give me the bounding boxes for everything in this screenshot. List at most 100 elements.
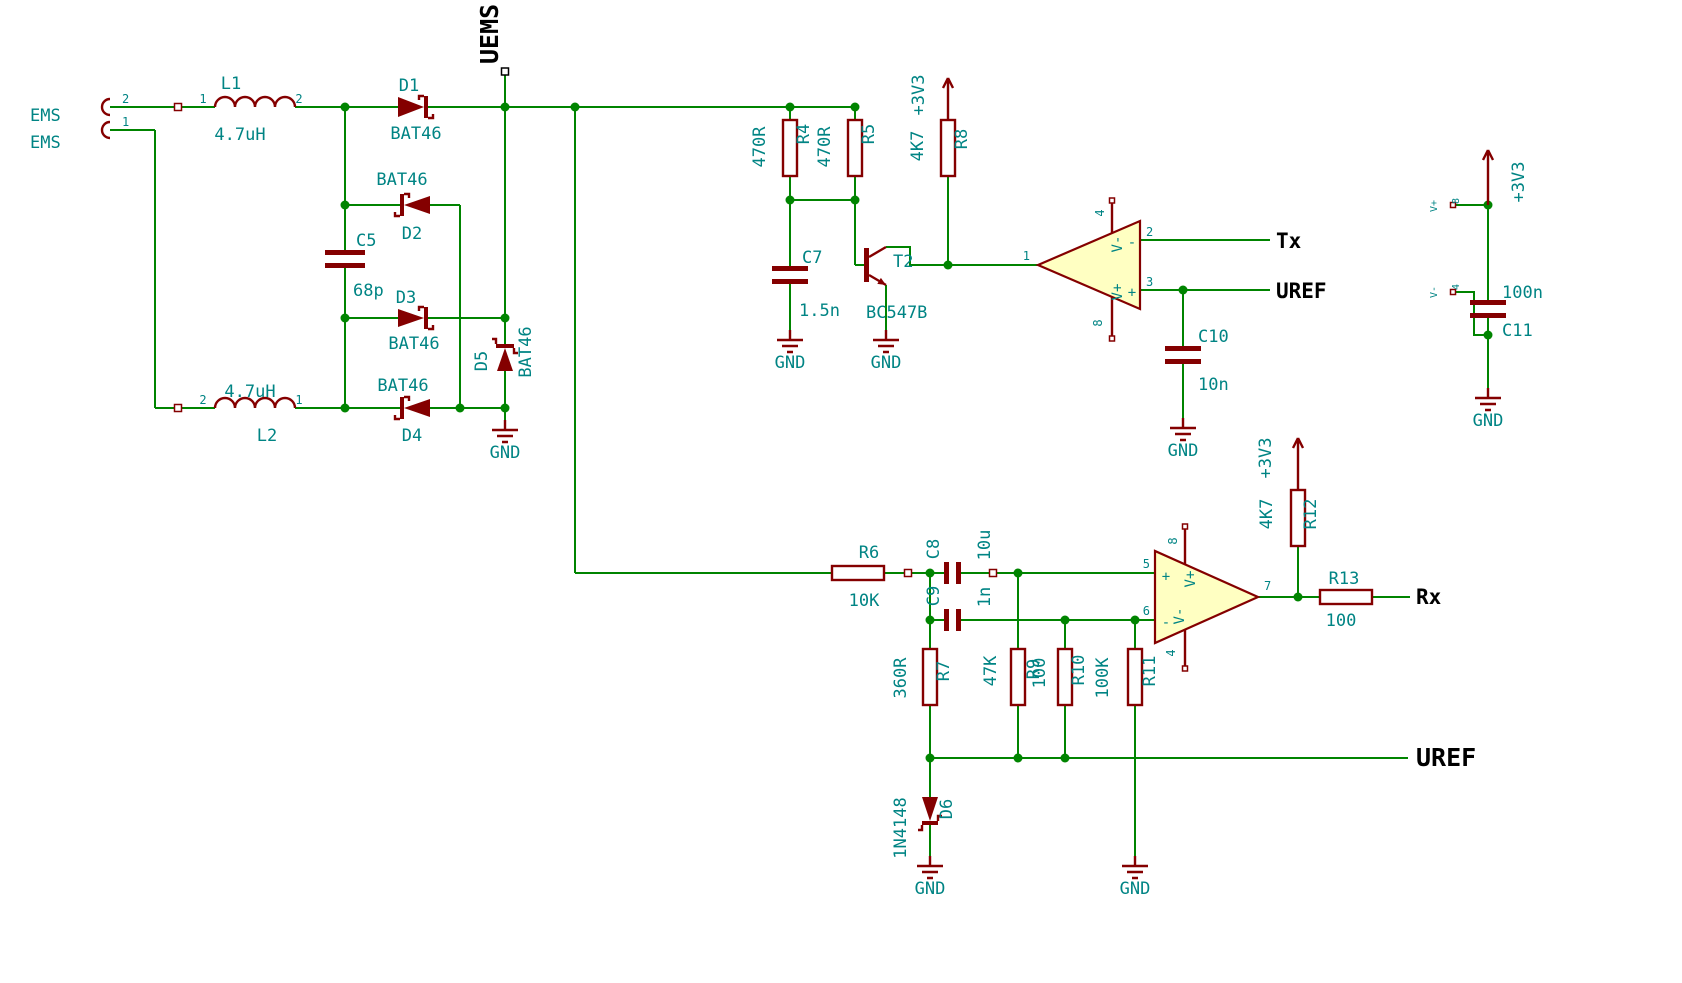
opamp-b[interactable]: 5 6 7 8 4 + - V+ V- [1143,523,1271,672]
connector-pin-1: 1 [122,115,129,129]
opamp-b-pin-6: 6 [1143,604,1150,618]
diode-d4[interactable]: BAT46 D4 [377,376,430,446]
capacitor-c8[interactable]: C8 10u [924,530,995,584]
r4-value: 470R [750,126,770,168]
connector-label-bottom: EMS [30,133,61,153]
opamp-a[interactable]: 1 2 3 4 8 V- V+ - + [1023,197,1153,342]
r5-ref: R5 [859,124,879,144]
resistor-r9[interactable]: 47K R9 [981,647,1044,707]
opamp-a-pin-1: 1 [1023,249,1030,263]
opamp-a-pin-3: 3 [1146,275,1153,289]
l2-ref: L2 [257,426,277,446]
gnd-symbols: GND GND GND GND GND GND GND [490,330,1503,899]
net-label-uref-opamp[interactable]: UREF [1276,279,1327,303]
opamp-b-plus-mark: + [1162,569,1170,585]
c9-ref: C9 [924,586,944,606]
net-label-uref-bus[interactable]: UREF [1416,743,1476,772]
resistor-r6[interactable]: R6 10K [830,543,886,611]
d2-ref: D2 [402,224,422,244]
opamp-b-pin-8: 8 [1166,537,1180,544]
r6-value: 10K [849,591,880,611]
power-3v3-r12: +3V3 [1256,437,1305,490]
d4-ref: D4 [402,426,422,446]
opamp-b-pin-7: 7 [1264,579,1271,593]
opamp-a-pin-8: 8 [1091,319,1105,326]
r4-ref: R4 [794,124,814,144]
transistor-t2[interactable]: T2 BC547B [864,245,927,323]
capacitor-c9[interactable]: C9 1n [924,586,995,631]
junction-dots [340,102,1493,763]
resistor-r4[interactable]: 470R R4 [750,118,814,178]
c11-value: 100n [1502,283,1543,303]
r11-ref: R11 [1140,656,1160,687]
resistor-r13[interactable]: R13 100 [1318,569,1374,631]
uems-label: UEMS [475,4,504,64]
gnd-label-r11: GND [1120,879,1151,899]
l1-pin-1: 1 [199,92,206,106]
opamp-a-vplus-label: V+ [1110,284,1126,301]
connector-pin-2: 2 [122,92,129,106]
capacitor-c7[interactable]: C7 1.5n [772,248,840,321]
resistor-r8[interactable]: 4K7 R8 [908,118,972,178]
opamp-b-vminus-label: V- [1172,608,1188,625]
opamp-a-plus-mark: + [1128,285,1136,301]
c11-ref: C11 [1502,321,1533,341]
opamp-b-vplus-label: V+ [1183,571,1199,588]
connector-ems[interactable]: EMS EMS 2 1 [30,92,129,153]
power-unit-pins: V+ 8 V- 4 [1429,198,1462,298]
capacitor-c5[interactable]: C5 68p [325,231,384,301]
r8-value: 4K7 [908,131,928,162]
diode-d5[interactable]: D5 BAT46 [472,326,536,377]
r10-value: 100 [1030,658,1050,689]
r5-value: 470R [815,126,835,168]
resistor-r5[interactable]: 470R R5 [815,118,879,178]
power-3v3-r8: +3V3 [909,75,955,120]
gnd-label-c10: GND [1168,441,1199,461]
opamp-a-pin-2: 2 [1146,225,1153,239]
d1-value: BAT46 [390,124,441,144]
r7-value: 360R [891,657,911,699]
diode-d1[interactable]: D1 BAT46 [390,76,441,144]
resistor-r10[interactable]: 100 R10 [1030,647,1089,707]
l2-pin-2: 2 [199,393,206,407]
pin-end-square [903,568,913,578]
gnd-label-c7: GND [775,353,806,373]
r9-ref: R9 [1024,659,1044,679]
resistor-r7[interactable]: 360R R7 [891,647,954,707]
inductor-l1[interactable]: L1 4.7uH 1 2 [173,74,303,145]
vplus-pin: 8 [1451,198,1462,204]
l2-pin-1: 1 [295,393,302,407]
vplus-name: V+ [1429,200,1440,212]
net-label-tx[interactable]: Tx [1276,229,1302,253]
l2-value: 4.7uH [224,382,275,402]
r13-ref: R13 [1329,569,1360,589]
net-label-rx[interactable]: Rx [1416,585,1442,609]
opamp-b-minus-mark: - [1162,615,1170,631]
opamp-a-minus-mark: - [1128,235,1136,251]
d3-value: BAT46 [388,334,439,354]
opamp-b-pin-5: 5 [1143,557,1150,571]
resistor-r11[interactable]: 100K R11 [1093,647,1160,707]
capacitor-c11[interactable]: 100n C11 [1470,283,1543,341]
diode-d6[interactable]: 1N4148 D6 [891,797,957,859]
power-3v3-c11: +3V3 [1481,149,1529,205]
d5-ref: D5 [472,351,492,371]
opamp-b-pin-4: 4 [1164,649,1178,656]
diode-d2[interactable]: BAT46 D2 [376,170,430,244]
gnd-label-t2: GND [871,353,902,373]
d5-value: BAT46 [516,326,536,377]
d3-ref: D3 [396,288,416,308]
t2-value: BC547B [866,303,927,323]
resistor-r12[interactable]: 4K7 R12 [1257,488,1321,548]
net-label-uems[interactable]: UEMS [475,4,510,76]
gnd-label-d5: GND [490,443,521,463]
inductor-l2[interactable]: 4.7uH L2 2 1 [173,382,303,446]
capacitor-c10[interactable]: C10 10n [1165,327,1229,395]
opamp-a-pin-4: 4 [1093,209,1107,216]
c10-value: 10n [1198,375,1229,395]
gnd-label-d6: GND [915,879,946,899]
d2-value: BAT46 [376,170,427,190]
diode-d3[interactable]: D3 BAT46 [388,288,439,354]
c10-ref: C10 [1198,327,1229,347]
